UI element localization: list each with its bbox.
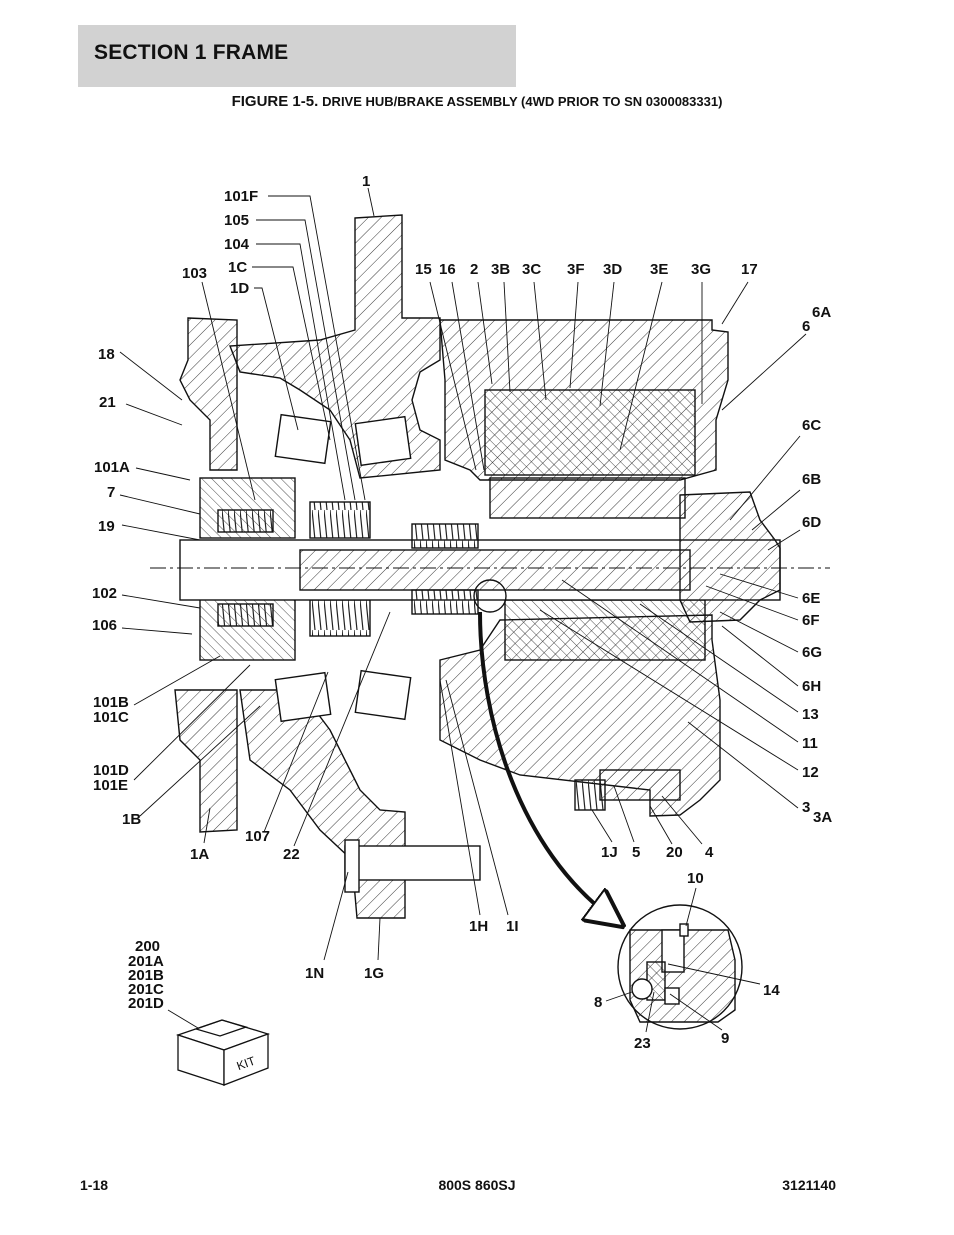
leader-lines xyxy=(119,187,807,1033)
bearing-upper-left xyxy=(274,413,412,467)
callout-6e: 6E xyxy=(802,590,820,607)
mounting-ring-upper xyxy=(179,317,238,471)
callout-10: 10 xyxy=(687,870,704,887)
figure-number: FIGURE 1-5. xyxy=(231,93,319,110)
callout-17: 17 xyxy=(741,261,758,278)
kit-box-icon xyxy=(175,1019,271,1086)
bearing-lower-left xyxy=(274,669,412,723)
callout-6f: 6F xyxy=(802,612,820,629)
figure-title: DRIVE HUB/BRAKE ASSEMBLY (4WD PRIOR TO S… xyxy=(322,94,723,109)
footer-page-number: 1-18 xyxy=(80,1177,109,1193)
callout-6h: 6H xyxy=(802,678,821,695)
callout-200: 200 xyxy=(135,938,160,955)
callout-101c: 101C xyxy=(93,709,129,726)
callout-1b: 1B xyxy=(122,811,141,828)
callout-21: 21 xyxy=(99,394,116,411)
brake-discs-lower xyxy=(309,599,371,637)
callout-102: 102 xyxy=(92,585,117,602)
brake-spring-upper xyxy=(217,509,274,533)
callout-101f: 101F xyxy=(224,188,258,205)
assembly-section xyxy=(150,214,830,919)
callout-1a: 1A xyxy=(190,846,209,863)
callout-3e: 3E xyxy=(650,261,668,278)
callout-19: 19 xyxy=(98,518,115,535)
sun-gear-spring-lower xyxy=(411,589,479,615)
callout-104: 104 xyxy=(224,236,250,253)
callout-6b: 6B xyxy=(802,471,821,488)
callout-103: 103 xyxy=(182,265,207,282)
callout-23: 23 xyxy=(634,1035,651,1052)
callout-3c: 3C xyxy=(522,261,541,278)
detail-circle-source xyxy=(473,579,507,613)
kit-label: KIT xyxy=(235,1053,258,1073)
callout-6: 6 xyxy=(802,318,810,335)
callout-201a: 201A xyxy=(128,953,164,970)
callout-101b: 101B xyxy=(93,694,129,711)
footer-doc-number: 3121140 xyxy=(782,1177,836,1193)
planet-carrier-mid xyxy=(489,477,686,519)
callout-6g: 6G xyxy=(802,644,822,661)
callout-101e: 101E xyxy=(93,777,128,794)
callout-1c: 1C xyxy=(228,259,247,276)
callout-107: 107 xyxy=(245,828,270,845)
planet-gear-upper xyxy=(484,389,696,476)
callout-101a: 101A xyxy=(94,459,130,476)
callout-1i: 1I xyxy=(506,918,519,935)
callout-20: 20 xyxy=(666,844,683,861)
callout-16: 16 xyxy=(439,261,456,278)
callout-2: 2 xyxy=(470,261,478,278)
callout-7: 7 xyxy=(107,484,115,501)
brake-spring-lower xyxy=(217,603,274,627)
callout-1g: 1G xyxy=(364,965,384,982)
callout-8: 8 xyxy=(594,994,602,1011)
callout-labels: 1 101F 105 104 1C 1D 103 18 21 101A 7 19… xyxy=(92,173,832,1052)
callout-6a: 6A xyxy=(812,304,831,321)
input-shaft-inner xyxy=(299,549,691,591)
section-title: SECTION 1 FRAME xyxy=(94,41,289,64)
callout-1n: 1N xyxy=(305,965,324,982)
callout-15: 15 xyxy=(415,261,432,278)
wheel-stud xyxy=(344,845,481,881)
seal-block xyxy=(599,769,681,801)
callout-201b: 201B xyxy=(128,967,164,984)
sun-gear-spring-upper xyxy=(411,523,479,549)
callout-201d: 201D xyxy=(128,995,164,1012)
callout-18: 18 xyxy=(98,346,115,363)
callout-101d: 101D xyxy=(93,762,129,779)
mounting-ring-lower xyxy=(174,689,238,833)
callout-3b: 3B xyxy=(491,261,510,278)
callout-13: 13 xyxy=(802,706,819,723)
footer-model: 800S 860SJ xyxy=(438,1177,516,1193)
callout-9: 9 xyxy=(721,1030,729,1047)
callout-12: 12 xyxy=(802,764,819,781)
detail-arrow xyxy=(478,611,612,918)
callout-4: 4 xyxy=(705,844,714,861)
callout-3d: 3D xyxy=(603,261,622,278)
end-cover xyxy=(679,491,781,623)
spindle-flange-lower xyxy=(239,689,406,919)
figure-caption: FIGURE 1-5. DRIVE HUB/BRAKE ASSEMBLY (4W… xyxy=(0,93,954,110)
section-banner: SECTION 1 FRAME xyxy=(78,25,516,87)
callout-201c: 201C xyxy=(128,981,164,998)
callout-1: 1 xyxy=(362,173,370,190)
callout-3g: 3G xyxy=(691,261,711,278)
callout-3a: 3A xyxy=(813,809,832,826)
brake-discs-upper xyxy=(309,501,371,539)
wheel-stud-head xyxy=(344,839,360,893)
callout-14: 14 xyxy=(763,982,780,999)
callout-6c: 6C xyxy=(802,417,821,434)
callout-5: 5 xyxy=(632,844,640,861)
callout-1j: 1J xyxy=(601,844,618,861)
callout-105: 105 xyxy=(224,212,249,229)
callout-106: 106 xyxy=(92,617,117,634)
callout-1h: 1H xyxy=(469,918,488,935)
callout-11: 11 xyxy=(802,735,818,752)
callout-3f: 3F xyxy=(567,261,585,278)
callout-1d: 1D xyxy=(230,280,249,297)
callout-22: 22 xyxy=(283,846,300,863)
callout-6d: 6D xyxy=(802,514,821,531)
callout-3: 3 xyxy=(802,799,810,816)
